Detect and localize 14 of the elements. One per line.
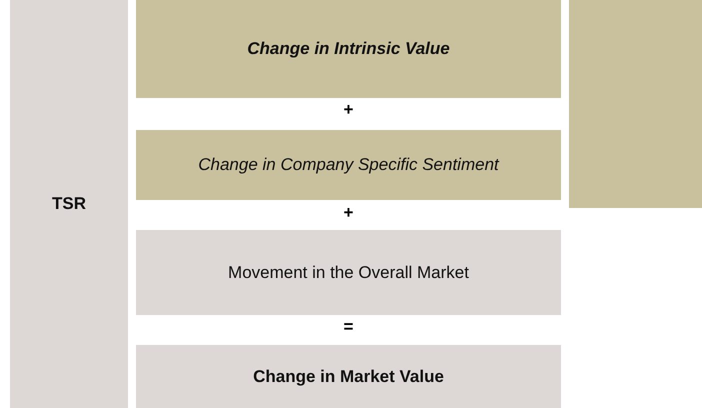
cell-box — [136, 230, 561, 315]
cell-box — [136, 130, 561, 200]
cell-label: Change in Company Specific Sentiment — [198, 155, 499, 175]
operator-sign: + — [342, 100, 354, 120]
cell-box — [136, 0, 561, 98]
cell-box — [569, 0, 702, 208]
operator-sign: = — [342, 317, 354, 337]
cell-label: Change in Market Value — [253, 366, 444, 386]
cell-box — [136, 345, 561, 408]
cell-label: Movement in the Overall Market — [228, 262, 469, 282]
operator-sign: + — [342, 203, 354, 223]
cell-label: Change in Intrinsic Value — [247, 39, 450, 59]
cell-box — [10, 0, 128, 408]
cell-label: TSR — [52, 194, 86, 214]
